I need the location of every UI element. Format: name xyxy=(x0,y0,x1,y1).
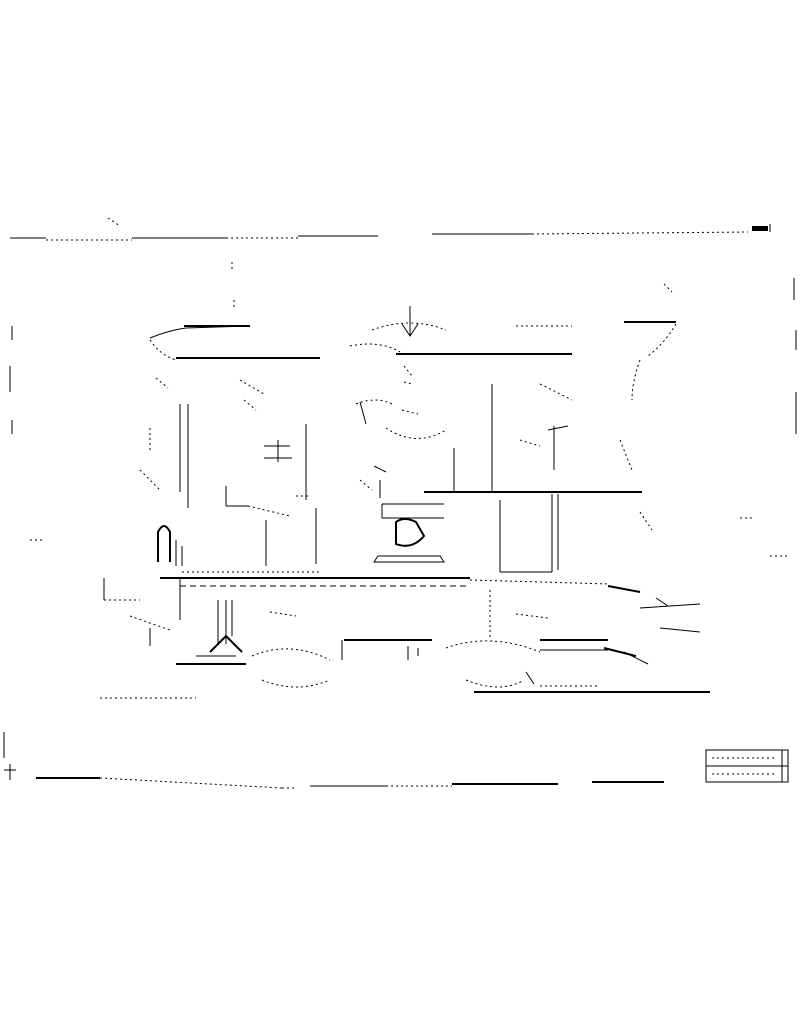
left-car-body xyxy=(139,377,317,566)
top-border xyxy=(10,217,749,241)
right-car-body xyxy=(424,383,653,573)
left-margin-ticks xyxy=(9,326,44,541)
center-body xyxy=(355,365,447,563)
title-block xyxy=(705,749,789,783)
right-margin-ticks xyxy=(740,278,797,557)
roof-profile xyxy=(149,262,677,401)
bottom-border xyxy=(3,732,664,789)
center-truck xyxy=(341,639,432,660)
underframe xyxy=(103,571,701,646)
right-truck xyxy=(445,639,649,688)
left-truck xyxy=(176,600,331,688)
sheet-mark xyxy=(752,224,771,232)
ground-lines xyxy=(100,685,710,699)
